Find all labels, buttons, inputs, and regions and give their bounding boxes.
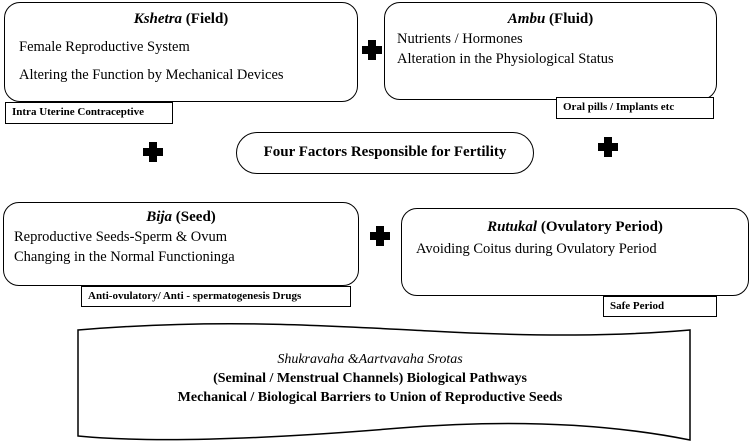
ambu-title: Ambu (Fluid) (385, 11, 716, 28)
rutukal-box: Rutukal (Ovulatory Period) Avoiding Coit… (401, 208, 749, 296)
bija-paren: (Seed) (175, 209, 216, 225)
kshetra-tag: Intra Uterine Contraceptive (5, 102, 173, 124)
ambu-tag: Oral pills / Implants etc (556, 97, 714, 119)
center-label: Four Factors Responsible for Fertility (236, 132, 534, 174)
kshetra-paren: (Field) (185, 11, 229, 27)
bija-line1: Reproductive Seeds-Sperm & Ovum (14, 229, 228, 245)
bija-box: Bija (Seed) Reproductive Seeds-Sperm & O… (3, 202, 359, 286)
ambu-line2: Alteration in the Physiological Status (397, 51, 614, 67)
banner-line2: (Seminal / Menstrual Channels) Biologica… (213, 371, 527, 386)
ambu-paren: (Fluid) (549, 11, 594, 27)
ambu-box: Ambu (Fluid) Nutrients / Hormones Altera… (384, 2, 717, 100)
kshetra-line1: Female Reproductive System (19, 39, 190, 55)
rutukal-name: Rutukal (487, 219, 538, 235)
kshetra-name: Kshetra (133, 11, 183, 27)
kshetra-line2: Altering the Function by Mechanical Devi… (19, 67, 284, 83)
kshetra-box: Kshetra (Field) Female Reproductive Syst… (4, 2, 358, 102)
rutukal-line1: Avoiding Coitus during Ovulatory Period (416, 241, 657, 257)
kshetra-title: Kshetra (Field) (5, 11, 357, 28)
banner-line1-text: Shukravaha &Aartvavaha Srotas (277, 352, 463, 367)
rutukal-title: Rutukal (Ovulatory Period) (402, 219, 748, 236)
plus-icon-top (362, 40, 382, 60)
bija-title: Bija (Seed) (4, 209, 358, 226)
rutukal-paren: (Ovulatory Period) (540, 219, 663, 235)
banner-line1: Shukravaha &Aartvavaha Srotas (90, 352, 650, 368)
plus-icon-right (598, 137, 618, 157)
rutukal-tag: Safe Period (603, 296, 717, 317)
ambu-name: Ambu (507, 11, 546, 27)
ambu-line1: Nutrients / Hormones (397, 31, 523, 47)
bija-tag: Anti-ovulatory/ Anti - spermatogenesis D… (81, 286, 351, 307)
banner-line3: Mechanical / Biological Barriers to Unio… (177, 390, 563, 405)
plus-icon-left (143, 142, 163, 162)
plus-icon-bottom (370, 226, 390, 246)
bija-name: Bija (146, 209, 173, 225)
bija-line2: Changing in the Normal Functioninga (14, 249, 235, 265)
